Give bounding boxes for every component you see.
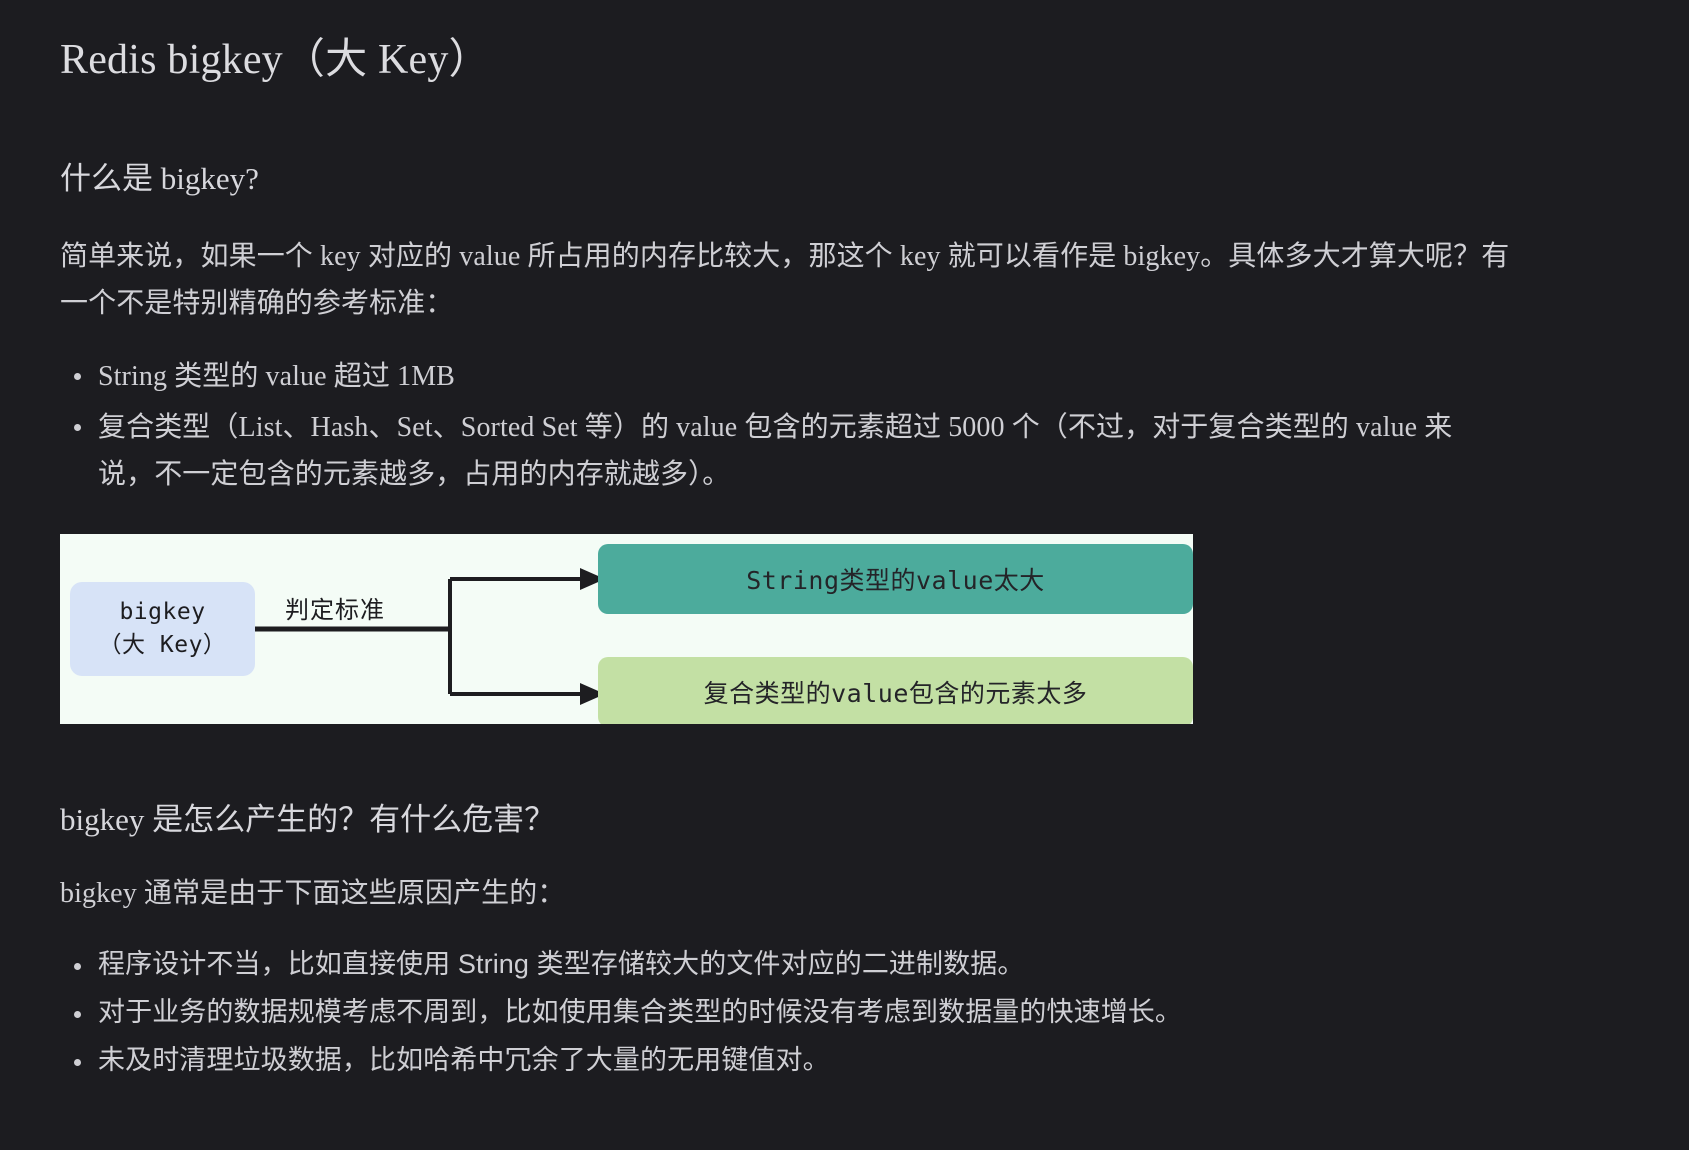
list-item: 未及时清理垃圾数据，比如哈希中冗余了大量的无用键值对。 [60,1039,1500,1083]
section-heading-how-bigkey-produced: bigkey 是怎么产生的？有什么危害？ [60,801,556,837]
diagram-node-bigkey-line2: （大 Key） [98,631,227,658]
diagram-edge-label: 判定标准 [285,595,385,624]
diagram-node-collection-too-many: 复合类型的value包含的元素太多 [598,656,1193,724]
diagram-node-string-too-large: String类型的value太大 [598,543,1193,614]
diagram-node-bigkey: bigkey （大 Key） [70,581,255,676]
page-title: Redis bigkey（大 Key） [60,37,491,83]
list-item: 对于业务的数据规模考虑不周到，比如使用集合类型的时候没有考虑到数据量的快速增长。 [60,991,1500,1035]
list-item: String 类型的 value 超过 1MB [60,353,1500,400]
bigkey-causes-list: 程序设计不当，比如直接使用 String 类型存储较大的文件对应的二进制数据。 … [60,943,1500,1082]
bigkey-criteria-diagram: bigkey （大 Key） 判定标准 String类型的value太大 复合类… [60,533,1193,724]
section-paragraph-how-bigkey-produced: bigkey 通常是由于下面这些原因产生的： [60,878,566,910]
list-item: 程序设计不当，比如直接使用 String 类型存储较大的文件对应的二进制数据。 [60,943,1500,987]
diagram-connector-lines [255,567,605,705]
section-heading-what-is-bigkey: 什么是 bigkey? [60,160,259,196]
diagram-node-bigkey-line1: bigkey [119,599,206,626]
bigkey-criteria-list: String 类型的 value 超过 1MB 复合类型（List、Hash、S… [60,353,1500,498]
section-paragraph-what-is-bigkey: 简单来说，如果一个 key 对应的 value 所占用的内存比较大，那这个 ke… [60,240,1510,319]
list-item: 复合类型（List、Hash、Set、Sorted Set 等）的 value … [60,404,1500,498]
